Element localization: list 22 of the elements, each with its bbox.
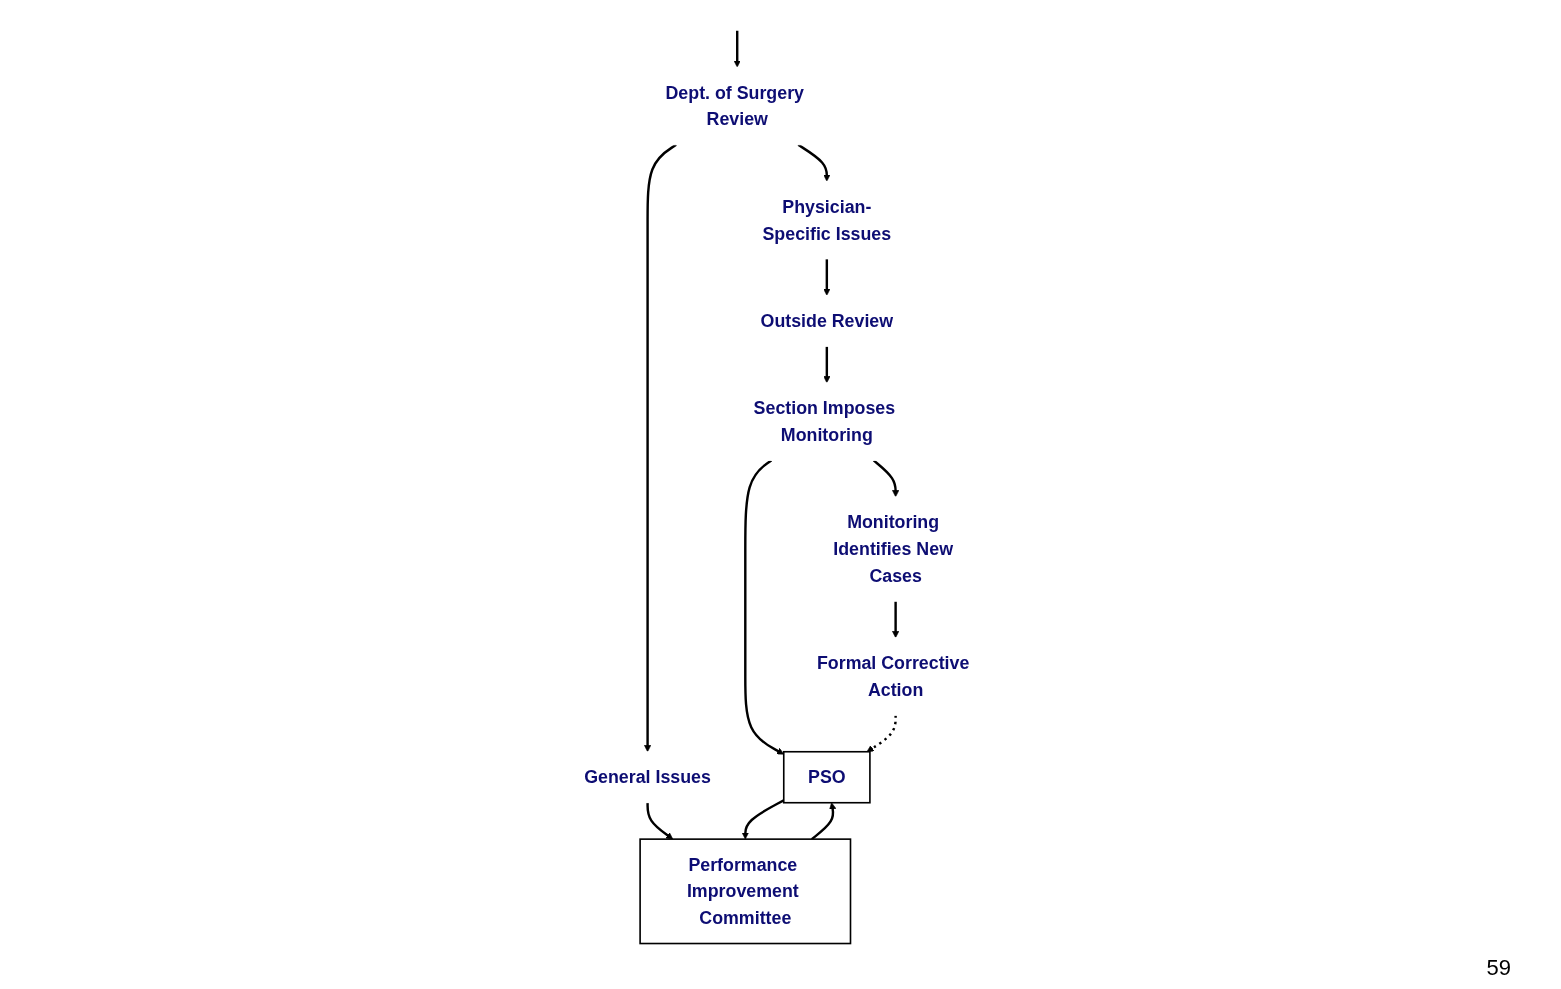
arrow xyxy=(866,715,897,753)
arrow xyxy=(811,802,837,841)
node-text: Physician-Specific Issues xyxy=(762,196,892,244)
arrow xyxy=(797,143,831,182)
arrow xyxy=(744,459,785,755)
node-text: Dept. of Surgery Review xyxy=(665,82,805,130)
node-text: Formal Corrective Action xyxy=(817,653,970,700)
node-box: PSO xyxy=(783,750,871,804)
arrow xyxy=(733,30,741,68)
arrow xyxy=(741,799,785,840)
arrow xyxy=(873,459,900,498)
arrow xyxy=(823,346,831,384)
node-text: Monitoring Identifies New Cases xyxy=(833,512,954,586)
arrow xyxy=(892,601,900,638)
node-text: Section Imposes Monitoring xyxy=(753,398,896,446)
node-text: General Issues xyxy=(584,767,712,788)
node-box: Performance Improvement Committee xyxy=(639,838,852,945)
node-text: Outside Review xyxy=(760,310,894,331)
page-number: 59 xyxy=(1486,955,1511,981)
arrow xyxy=(644,143,677,753)
arrow xyxy=(823,258,831,296)
arrow xyxy=(646,802,674,840)
